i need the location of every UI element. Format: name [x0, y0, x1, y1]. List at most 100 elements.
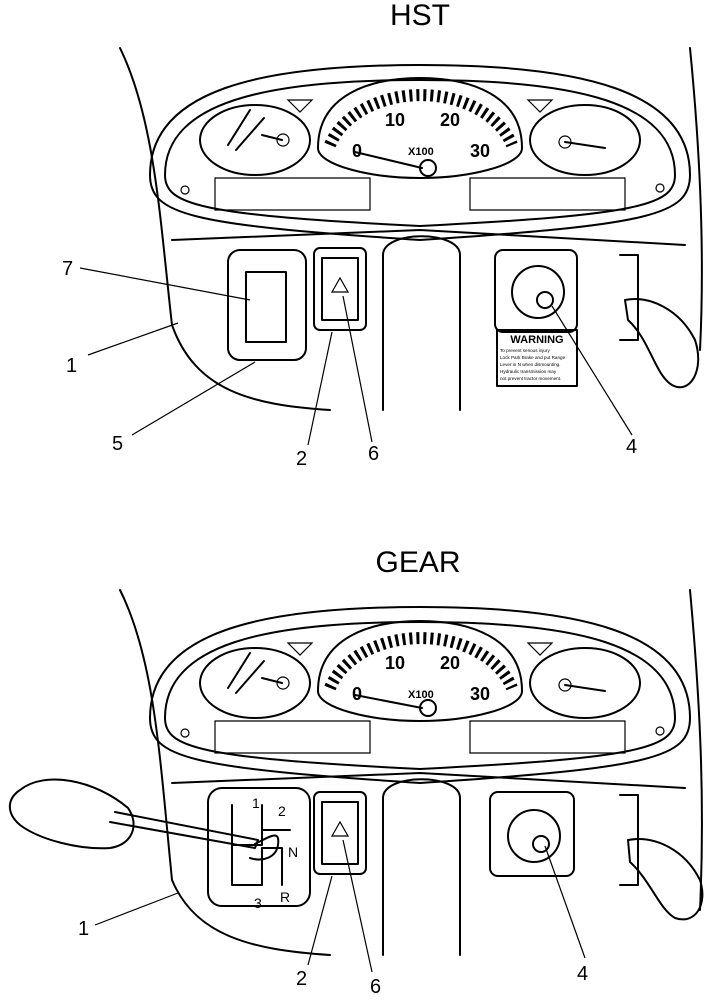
gear-left-triangle: [286, 642, 314, 656]
hst-tick-10: 10: [385, 110, 405, 130]
warning-line-4: Hydraulic transmission may: [500, 369, 557, 374]
hst-body-left: [119, 47, 331, 411]
title-hst: HST: [390, 0, 450, 32]
shift-3: 3: [254, 895, 262, 911]
gear-leader-4: [544, 845, 586, 959]
hst-tick-20: 20: [440, 110, 460, 130]
gear-temp-gauge: [529, 647, 641, 719]
hst-right-triangle: [526, 99, 554, 113]
hst-callout-2: 2: [296, 448, 307, 470]
gear-tick-30: 30: [470, 684, 490, 704]
warning-line-2: Lock Park Brake and put Range: [500, 355, 566, 360]
hst-key-switch[interactable]: [511, 265, 565, 319]
gear-leader-1: [94, 892, 179, 926]
gear-leader-6: [342, 839, 373, 973]
hst-tach-needle: [354, 151, 423, 169]
gear-fuel-marks: [227, 652, 283, 694]
hst-tick-30: 30: [470, 141, 490, 161]
hst-leader-1: [87, 322, 179, 356]
warning-line-3: Lever in N when dismounting.: [500, 362, 561, 367]
hst-fuel-pivot: [276, 133, 290, 147]
hst-temp-gauge: [529, 104, 641, 176]
gear-tick-20: 20: [440, 653, 460, 673]
hst-hazard-icon: [330, 276, 350, 293]
hst-leader-2: [307, 331, 333, 446]
shift-1: 1: [252, 795, 260, 811]
gear-fuel-gauge: [199, 647, 311, 719]
hst-unit: X100: [408, 146, 434, 158]
hst-indicator-panel-left: [214, 177, 371, 211]
hst-screw-right: [655, 183, 665, 193]
hst-callout-7: 7: [62, 258, 73, 280]
hst-left-triangle: [286, 99, 314, 113]
shift-2: 2: [278, 803, 286, 819]
hst-hazard-switch[interactable]: [321, 257, 359, 321]
gear-tick-0: 0: [352, 684, 362, 704]
gear-indicator-panel-left: [214, 720, 371, 754]
gear-lever-slot: [619, 794, 639, 886]
gear-leader-2: [307, 875, 333, 966]
gear-body-left: [119, 589, 331, 956]
gear-tachometer: [317, 620, 523, 722]
hst-callout-1: 1: [66, 355, 77, 377]
gear-callout-6: 6: [370, 976, 381, 998]
gear-callout-1: 1: [78, 918, 89, 940]
gear-key-slot: [532, 835, 550, 853]
hst-fuel-gauge: [199, 104, 311, 176]
gear-hazard-housing: [313, 791, 367, 875]
gear-tach-pivot: [419, 699, 437, 717]
gear-lever-boot: [249, 834, 280, 861]
hst-fuel-marks: [227, 109, 283, 151]
hst-lever-slot: [619, 254, 639, 341]
gear-key-housing: [489, 791, 575, 877]
gear-body-right: [689, 589, 703, 911]
hst-temp-needle: [564, 141, 606, 149]
title-gear: GEAR: [375, 546, 460, 579]
hst-switch-housing: [227, 249, 307, 361]
hst-temp-pivot: [558, 135, 572, 149]
shift-n: N: [288, 844, 298, 860]
gear-key-switch[interactable]: [507, 809, 561, 863]
gear-temp-pivot: [558, 678, 572, 692]
hst-cluster-outer: [149, 64, 691, 241]
warning-line-5: not prevent tractor movement.: [500, 376, 561, 381]
hst-tachometer: [317, 77, 523, 179]
gear-dashboard: 0 10 20 30 X100 1 2 N R 3: [8, 589, 704, 998]
hst-throttle-lever[interactable]: [624, 298, 700, 389]
hst-key-slot: [536, 291, 554, 309]
gear-lever-knob[interactable]: [8, 778, 135, 850]
hst-tick-0: 0: [352, 141, 362, 161]
gear-steering-column: [382, 778, 461, 956]
shift-r: R: [280, 889, 290, 905]
gear-tach-needle: [354, 694, 423, 709]
hst-leader-7: [79, 267, 251, 301]
hst-body-right: [689, 47, 703, 351]
hst-key-housing: [494, 249, 578, 333]
gear-cluster-outer: [149, 606, 691, 784]
gear-hazard-icon: [330, 820, 350, 837]
hst-warning-label: [496, 329, 578, 387]
hst-lower-edge: [171, 229, 686, 246]
hst-screw-left: [180, 185, 190, 195]
gear-callout-4: 4: [577, 963, 588, 985]
gear-temp-needle: [564, 684, 606, 692]
gear-throttle-lever[interactable]: [627, 838, 704, 921]
hst-tach-pivot: [419, 159, 437, 177]
hst-leader-4: [551, 305, 633, 436]
gear-cluster-inner: [164, 621, 676, 770]
gear-hazard-switch[interactable]: [321, 801, 359, 865]
gear-tick-10: 10: [385, 653, 405, 673]
hst-hazard-housing: [313, 247, 367, 331]
gear-indicator-panel-right: [469, 720, 626, 754]
gear-unit: X100: [408, 689, 434, 701]
gear-tach-scale: [324, 632, 518, 691]
gear-lower-edge: [171, 772, 686, 789]
gear-fuel-pivot: [276, 676, 290, 690]
gear-shift-housing: [207, 787, 311, 907]
gear-callout-2: 2: [296, 968, 307, 990]
hst-callout-6: 6: [368, 443, 379, 465]
gear-screw-right: [655, 726, 665, 736]
gear-screw-left: [180, 728, 190, 738]
